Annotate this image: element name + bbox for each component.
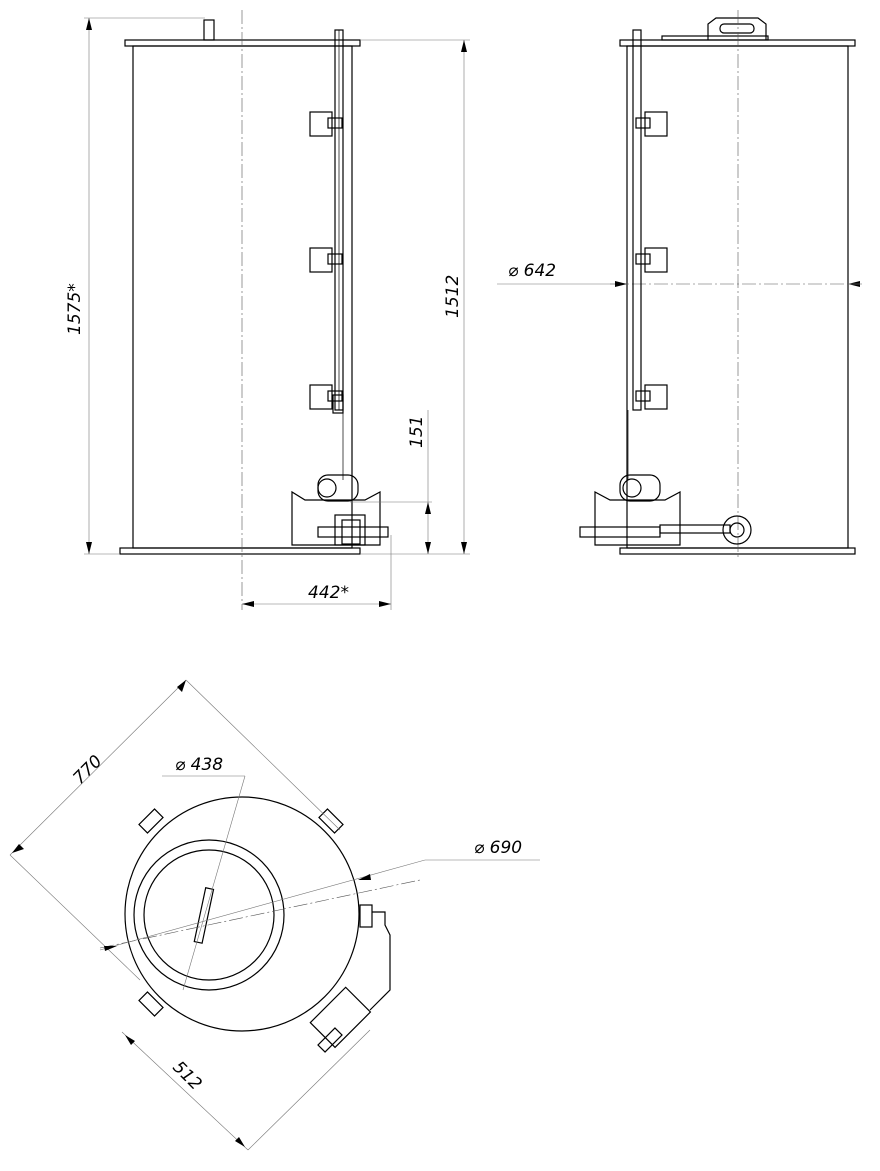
dim-442: 442* [308,583,349,603]
dim-690: ⌀ 690 [474,838,522,858]
dim-151: 151 [407,416,427,448]
front-view [119,10,389,610]
dim-512: 512 [168,1057,205,1094]
dim-642: ⌀ 642 [508,261,556,281]
side-view [579,10,860,560]
dim-438: ⌀ 438 [175,755,223,775]
dimension-lines [9,17,862,1151]
top-view [99,796,421,1053]
dim-1575: 1575* [65,283,85,335]
dim-1512: 1512 [443,275,463,318]
dim-770: 770 [69,751,106,788]
